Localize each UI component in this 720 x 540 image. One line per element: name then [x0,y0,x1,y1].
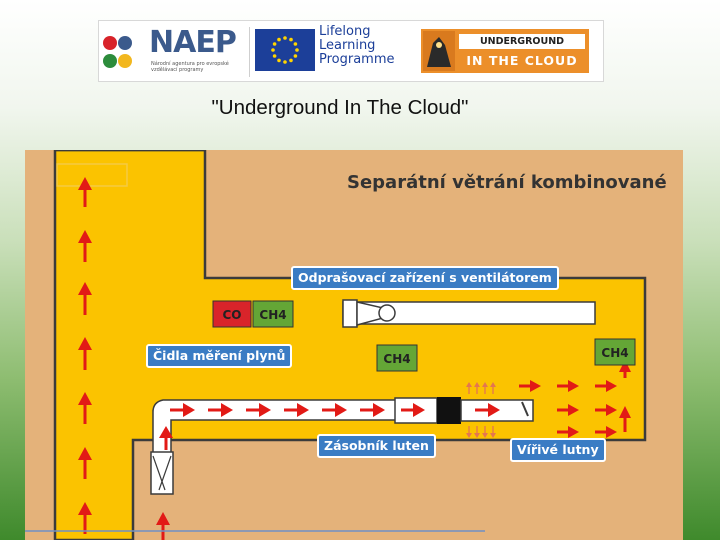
llp-wordmark: Lifelong Learning Programme [319,25,405,67]
miner-icon [423,31,455,71]
naep-logo-icon [103,36,132,68]
ch4-badge-b-bg [376,344,418,372]
co-badge: CO [222,308,241,322]
flow-arrow-icon [401,403,425,417]
flow-arrow-icon [619,360,631,378]
ventilation-drawing: CO CH4 CH4 CH4 [25,150,683,540]
flow-arrow-icon [78,230,92,262]
flow-arrow-icon [475,403,500,417]
flow-arrow-icon [170,403,195,417]
callout-sensors: Čidla měření plynů [146,344,293,368]
logo-divider [249,27,250,77]
ventilation-diagram: CO CH4 CH4 CH4 Separátní větrání kombino… [25,150,683,540]
callout-duct-store: Zásobník luten [317,434,436,458]
flow-arrow-icon [360,403,385,417]
flow-arrow-icon [322,403,347,417]
diagram-title: Separátní větrání kombinované [347,172,667,193]
flow-arrow-icon [246,403,271,417]
ch4-badge-a-bg [252,300,294,328]
logo-banner: NAEP Národní agentura pro evropské vzděl… [98,20,604,82]
flow-arrow-icon [284,403,309,417]
flow-arrow-icon [595,404,617,416]
naep-wordmark: NAEP [149,25,237,60]
uitc-top-text: UNDERGROUND [459,34,585,49]
flow-arrow-icon [78,337,92,370]
flow-arrow-icon [159,426,173,450]
flow-arrow-icon [595,426,617,438]
swirl-small-arrows [466,382,496,438]
flow-arrow-icon [156,512,170,540]
flow-arrow-icon [557,380,579,392]
flow-arrow-icon [557,426,579,438]
slide-caption: "Underground In The Cloud" [211,96,469,119]
flow-arrow-icon [78,282,92,315]
duct-store-black [437,397,461,424]
flow-arrow-icon [619,406,631,432]
naep-subtitle: Národní agentura pro evropské vzdělávací… [151,61,229,73]
callout-fan: Odprašovací zařízení s ventilátorem [291,266,559,290]
llp-line-2: Learning [319,38,376,53]
flow-arrow-icon [78,502,92,534]
tunnel-main-shaft [53,150,647,540]
llp-line-3: Programme [319,52,395,67]
flow-arrow-icon [519,380,541,392]
ch4-badge-c-bg [594,338,636,366]
uitc-logo: UNDERGROUND IN THE CLOUD [421,29,589,73]
co-badge-bg [212,300,252,328]
ch4-badge-b: CH4 [383,352,410,366]
ch4-badge-c: CH4 [601,346,628,360]
fan-housing [342,299,358,328]
llp-line-1: Lifelong [319,24,371,39]
flow-arrow-icon [595,380,617,392]
duct-arrows [159,403,500,450]
fan-rotor [378,304,396,322]
flow-arrow-icon [78,177,92,207]
duct-elbow-end [150,451,174,495]
shaft-arrows [78,177,170,540]
flow-arrow-icon [78,447,92,479]
uitc-bottom-text: IN THE CLOUD [466,53,578,68]
faint-notch [56,163,128,187]
flow-arrow-icon [78,392,92,424]
ch4-badge-a: CH4 [259,308,286,322]
swirl-outflow-arrows [519,360,631,438]
flow-arrow-icon [208,403,233,417]
flow-arrow-icon [557,404,579,416]
eu-flag-icon [255,29,315,71]
callout-swirl: Vířivé lutny [510,438,606,462]
